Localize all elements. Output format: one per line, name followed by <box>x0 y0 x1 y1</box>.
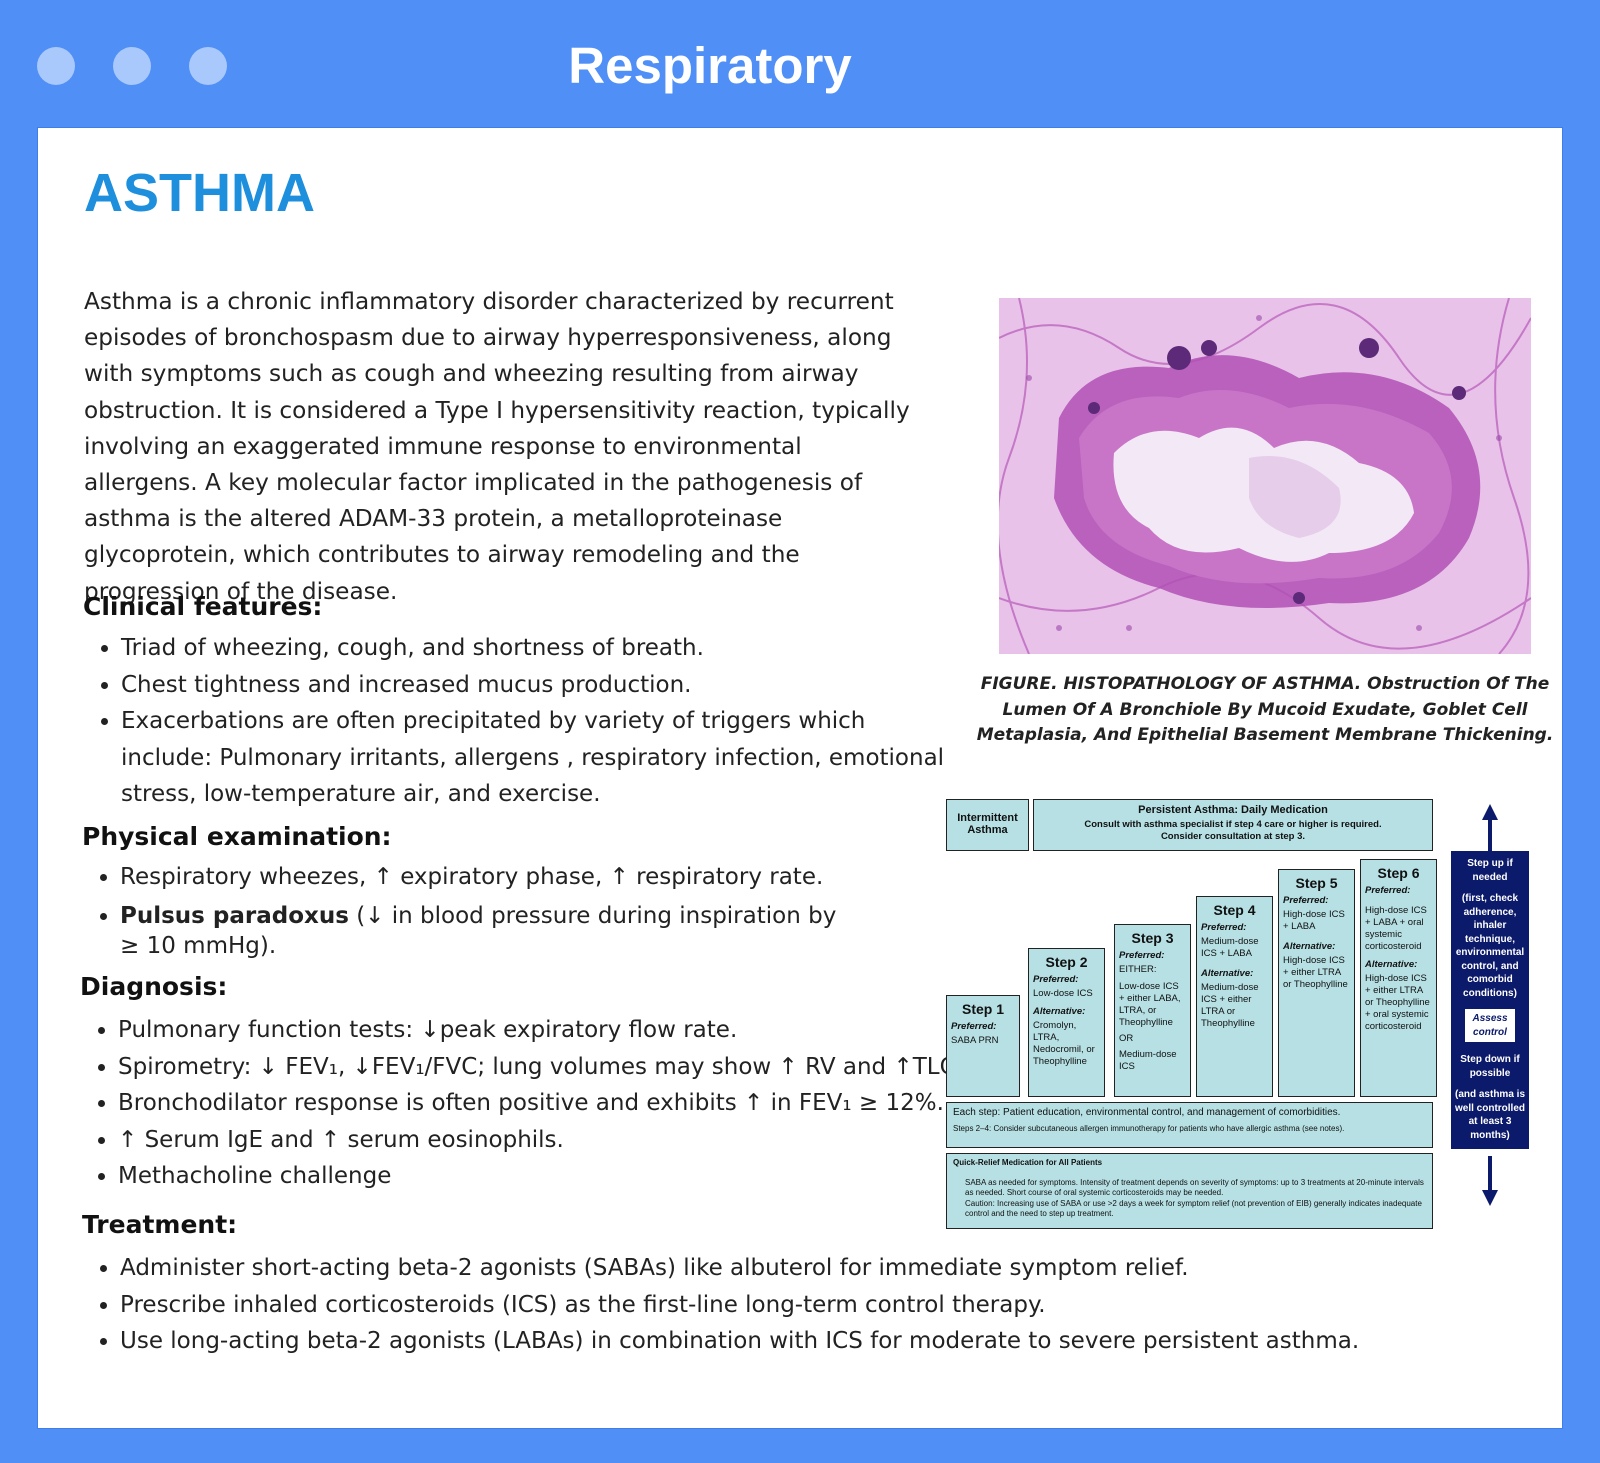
arrow-up-icon <box>1482 804 1498 854</box>
step-1-preferred: SABA PRN <box>951 1035 999 1046</box>
each-step-text: Each step: Patient education, environmen… <box>953 1107 1341 1118</box>
step-1-preferred-label: Preferred: <box>951 1021 997 1032</box>
step-3-or: OR <box>1119 1033 1134 1044</box>
step-5-preferred-label: Preferred: <box>1283 895 1329 906</box>
step-2-alternative-label: Alternative: <box>1033 1006 1086 1017</box>
step-3-box: Step 3 Preferred: EITHER: Low-dose ICS +… <box>1114 924 1191 1097</box>
list-item: Bronchodilator response is often positiv… <box>118 1085 978 1122</box>
page-heading: ASTHMA <box>84 163 315 223</box>
window-titlebar: Respiratory <box>0 0 1600 128</box>
step-5-title: Step 5 <box>1295 875 1338 891</box>
list-item: Prescribe inhaled corticosteroids (ICS) … <box>120 1287 1420 1324</box>
assess-control-box: Assess control <box>1464 1008 1516 1043</box>
step-6-title: Step 6 <box>1377 865 1420 881</box>
list-item: Chest tightness and increased mucus prod… <box>121 667 951 704</box>
step-4-alternative-label: Alternative: <box>1201 968 1254 979</box>
step-5-box: Step 5 Preferred: High-dose ICS + LABA A… <box>1278 869 1355 1097</box>
each-step-box: Each step: Patient education, environmen… <box>946 1102 1433 1148</box>
persistent-asthma-box: Persistent Asthma: Daily Medication Cons… <box>1033 799 1433 851</box>
list-item: Use long-acting beta-2 agonists (LABAs) … <box>120 1323 1420 1360</box>
step-4-title: Step 4 <box>1213 902 1256 918</box>
step-3-preferred-label: Preferred: <box>1119 950 1165 961</box>
persistent-asthma-note: Consult with asthma specialist if step 4… <box>1084 819 1382 842</box>
treatment-list: Administer short-acting beta-2 agonists … <box>82 1250 1420 1360</box>
step-6-alternative: High-dose ICS + either LTRA or Theophyll… <box>1365 973 1430 1032</box>
list-item: Pulsus paradoxus (↓ in blood pressure du… <box>120 901 840 961</box>
step-5-alternative-label: Alternative: <box>1283 941 1336 952</box>
step-2-preferred: Low-dose ICS <box>1033 988 1093 999</box>
quick-relief-item-1: SABA as needed for symptoms. Intensity o… <box>965 1178 1424 1197</box>
pulsus-paradoxus-detail: (↓ in blood pressure during inspiration … <box>120 903 837 959</box>
list-item: Triad of wheezing, cough, and shortness … <box>121 630 951 667</box>
quick-relief-box: Quick-Relief Medication for All Patients… <box>946 1153 1433 1229</box>
step-6-preferred-label: Preferred: <box>1365 885 1411 896</box>
pulsus-paradoxus-term: Pulsus paradoxus <box>120 903 349 929</box>
step-6-preferred: High-dose ICS + LABA + oral systemic cor… <box>1365 905 1427 952</box>
clinical-features-heading: Clinical features: <box>83 592 323 621</box>
step-2-preferred-label: Preferred: <box>1033 974 1079 985</box>
step-2-title: Step 2 <box>1045 954 1088 970</box>
step-6-box: Step 6 Preferred: High-dose ICS + LABA +… <box>1360 859 1437 1097</box>
step-2-alternative: Cromolyn, LTRA, Nedocromil, or Theophyll… <box>1033 1020 1095 1067</box>
list-item: Methacholine challenge <box>118 1158 978 1195</box>
step-up-label: Step up if needed <box>1467 858 1513 883</box>
list-item: Administer short-acting beta-2 agonists … <box>120 1250 1420 1287</box>
step-4-preferred-label: Preferred: <box>1201 922 1247 933</box>
step-3-option-1: Low-dose ICS + either LABA, LTRA, or The… <box>1119 981 1181 1028</box>
step-4-alternative: Medium-dose ICS + either LTRA or Theophy… <box>1201 982 1259 1029</box>
steps-note: Steps 2–4: Consider subcutaneous allerge… <box>953 1124 1345 1133</box>
step-5-preferred: High-dose ICS + LABA <box>1283 909 1345 932</box>
step-down-note: (and asthma is well controlled at least … <box>1454 1089 1526 1141</box>
step-2-box: Step 2 Preferred: Low-dose ICS Alternati… <box>1028 948 1105 1097</box>
list-item: Pulmonary function tests: ↓peak expirato… <box>118 1012 978 1049</box>
step-3-option-2: Medium-dose ICS <box>1119 1049 1177 1072</box>
step-3-title: Step 3 <box>1131 930 1174 946</box>
step-down-label: Step down if possible <box>1460 1054 1520 1079</box>
persistent-asthma-title: Persistent Asthma: Daily Medication <box>1138 804 1328 816</box>
treatment-heading: Treatment: <box>82 1210 238 1239</box>
step-4-preferred: Medium-dose ICS + LABA <box>1201 936 1259 959</box>
list-item: Spirometry: ↓ FEV₁, ↓FEV₁/FVC; lung volu… <box>118 1049 978 1086</box>
step-up-down-panel: Step up if needed (first, check adherenc… <box>1451 851 1529 1149</box>
step-up-note: (first, check adherence, inhaler techniq… <box>1455 893 1525 999</box>
step-4-box: Step 4 Preferred: Medium-dose ICS + LABA… <box>1196 896 1273 1097</box>
figure-caption: FIGURE. HISTOPATHOLOGY OF ASTHMA. Obstru… <box>976 674 1554 745</box>
histopathology-illustration <box>999 298 1531 654</box>
step-6-alternative-label: Alternative: <box>1365 959 1418 970</box>
physical-examination-heading: Physical examination: <box>82 822 392 851</box>
step-1-box: Step 1 Preferred: SABA PRN <box>946 995 1020 1097</box>
quick-relief-title: Quick-Relief Medication for All Patients <box>953 1158 1103 1167</box>
window-maximize-dot[interactable] <box>189 47 227 85</box>
quick-relief-item-2: Caution: Increasing use of SABA or use >… <box>965 1199 1422 1218</box>
histopathology-image <box>999 298 1531 654</box>
window-close-dot[interactable] <box>37 47 75 85</box>
clinical-features-list: Triad of wheezing, cough, and shortness … <box>83 630 951 813</box>
window-title: Respiratory <box>568 37 852 94</box>
step-1-title: Step 1 <box>961 1001 1004 1017</box>
step-5-alternative: High-dose ICS + either LTRA or Theophyll… <box>1283 955 1348 990</box>
window-minimize-dot[interactable] <box>113 47 151 85</box>
intro-paragraph: Asthma is a chronic inflammatory disorde… <box>84 288 910 605</box>
diagnosis-heading: Diagnosis: <box>80 972 228 1001</box>
list-item: Respiratory wheezes, ↑ expiratory phase,… <box>120 862 840 892</box>
arrow-down-icon <box>1482 1156 1498 1206</box>
physical-examination-list: Respiratory wheezes, ↑ expiratory phase,… <box>82 862 840 961</box>
step-3-either: EITHER: <box>1119 964 1157 975</box>
diagnosis-list: Pulmonary function tests: ↓peak expirato… <box>80 1012 978 1195</box>
list-item: ↑ Serum IgE and ↑ serum eosinophils. <box>118 1122 978 1159</box>
intermittent-asthma-box: Intermittent Asthma <box>946 799 1029 851</box>
content-panel: ASTHMA Asthma is a chronic inflammatory … <box>38 128 1562 1428</box>
list-item: Exacerbations are often precipitated by … <box>121 703 951 813</box>
